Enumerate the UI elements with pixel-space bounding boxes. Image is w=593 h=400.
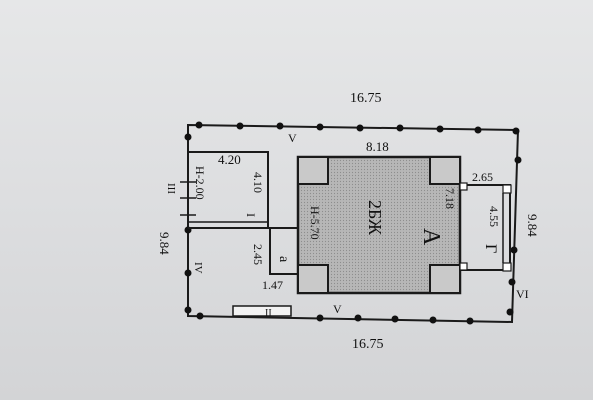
left-room-outline [188,151,269,229]
gate-rect [232,305,292,317]
right-annex-letter-label: Г [482,244,499,253]
left-room-height-label: Н-2.00 [193,166,207,200]
left-room-width-label: 4.20 [218,152,241,167]
main-height-mark-label: Н-5.70 [308,206,322,240]
fence-vi-label: VI [516,287,529,301]
boundary-points [184,121,522,325]
main-height-label: 7.18 [443,188,457,209]
annex-post [459,182,468,191]
building-code-label: 2БЖ [365,200,385,236]
top-width-label: 16.75 [350,91,382,106]
right-annex-width-label: 2.65 [472,170,493,184]
annex-a-outline [269,227,299,275]
annex-post [459,262,468,271]
right-annex-depth-label: 4.55 [487,206,501,227]
fence-ii-label: II [265,308,272,319]
main-building-corners [297,156,461,294]
annex-a-letter-label: а [276,256,291,263]
fence-v-bottom-label: V [333,302,342,316]
lot-boundary [187,123,520,324]
fence-iv-label: IV [192,262,204,274]
fence-i-label: I [244,213,258,217]
bottom-width-label: 16.75 [352,337,384,352]
right-depth-label: 9.84 [525,214,540,237]
right-annex-outline [460,184,511,271]
annex-post [502,262,512,272]
annex-a-width-label: 1.47 [262,278,283,292]
fence-iii-label: III [165,183,177,194]
main-width-label: 8.18 [366,139,389,154]
left-room-depth-label: 4.10 [251,172,265,193]
annex-post [502,184,512,194]
left-depth-label: 9.84 [157,232,172,255]
building-letter-label: А [418,228,444,246]
fence-v-top-label: V [288,131,297,145]
annex-a-height-label: 2.45 [251,244,265,265]
